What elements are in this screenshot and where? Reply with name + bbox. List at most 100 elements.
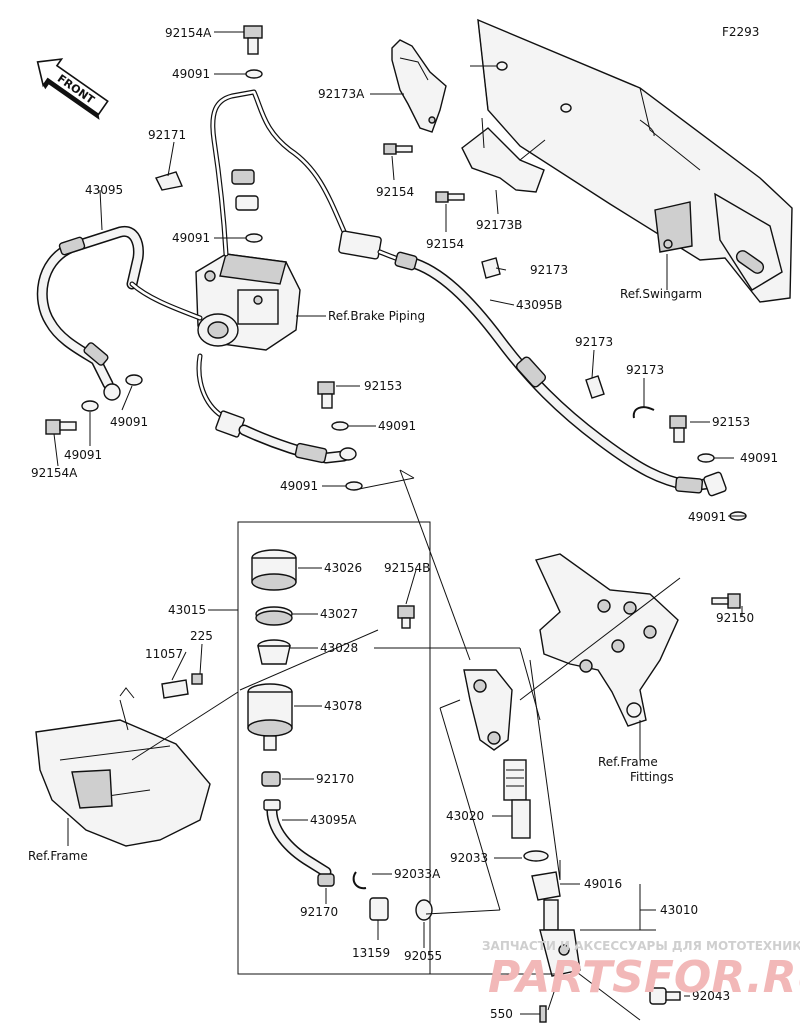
label-92170-b: 92170 (300, 905, 338, 919)
pipe-abs-lower (196, 353, 357, 464)
pushrod-43010 (539, 899, 581, 977)
label-92153-a: 92153 (364, 379, 402, 393)
washer-49091-a (245, 69, 263, 79)
watermark-brand: PARTSFOR.RU (488, 952, 800, 1003)
label-ref-frame: Ref.Frame (28, 849, 88, 863)
label-43015: 43015 (168, 603, 206, 617)
bolt-92154-b (435, 191, 465, 203)
part-labels: 92154A 49091 92171 43095 49091 92173A 92… (28, 26, 778, 1021)
label-43028: 43028 (320, 641, 358, 655)
reservoir-43078 (247, 683, 293, 751)
washer-49091-c (331, 421, 349, 431)
label-11057: 11057 (145, 647, 183, 661)
label-43095A: 43095A (310, 813, 357, 827)
bracket-92173B (461, 103, 572, 193)
bolt-92154A-top (243, 25, 263, 55)
pin-550 (539, 1005, 547, 1023)
label-92173B: 92173B (476, 218, 522, 232)
label-92171: 92171 (148, 128, 186, 142)
label-43095: 43095 (85, 183, 123, 197)
hose-43095A (263, 799, 332, 878)
label-ref-frame-fittings-2: Fittings (630, 770, 674, 784)
circlip-92033 (523, 850, 549, 862)
reservoir-group-box (237, 521, 431, 975)
plate-43027 (255, 606, 293, 626)
label-92043: 92043 (692, 989, 730, 1003)
bolt-92154B (397, 605, 415, 629)
ref-frame-drawing (35, 687, 211, 847)
label-550: 550 (490, 1007, 513, 1021)
clamp-92170-b (317, 873, 335, 887)
label-92154B: 92154B (384, 561, 430, 575)
fitting-13159 (369, 897, 389, 921)
label-49091-a: 49091 (172, 67, 210, 81)
swingarm-drawing (477, 18, 793, 303)
clip-92173-b (585, 375, 605, 399)
diaphragm-43028 (257, 639, 291, 665)
hose-43095 (36, 225, 144, 401)
watermark: ЗАПЧАСТИ И АКСЕССУАРЫ ДЛЯ МОТОТЕХНИКИ PA… (482, 939, 800, 1003)
clamp-92170-a (261, 771, 281, 787)
label-92154A-bottom: 92154A (31, 466, 78, 480)
label-43020: 43020 (446, 809, 484, 823)
label-43095B: 43095B (516, 298, 562, 312)
label-49091-b: 49091 (172, 231, 210, 245)
bracket-92173A (391, 39, 508, 133)
pipe-abs-rear (210, 89, 413, 265)
label-92154A-top: 92154A (165, 26, 212, 40)
washer-49091-e (697, 453, 715, 463)
label-225: 225 (190, 629, 213, 643)
label-13159: 13159 (352, 946, 390, 960)
hose-43095B (394, 251, 727, 497)
label-49091-h: 49091 (64, 448, 102, 462)
bolt-92153-a (317, 381, 335, 409)
bolt-92154-a (383, 143, 413, 155)
label-92154-a: 92154 (376, 185, 414, 199)
label-92154-b: 92154 (426, 237, 464, 251)
label-49091-g: 49091 (110, 415, 148, 429)
clip-92173-c (632, 406, 655, 419)
oring-92055 (415, 899, 433, 921)
bolt-92153-b (669, 415, 687, 443)
label-92055: 92055 (404, 949, 442, 963)
label-49091-d: 49091 (740, 451, 778, 465)
washer-49091-b (245, 233, 263, 243)
label-92173-b: 92173 (575, 335, 613, 349)
circlip-92033A (352, 871, 367, 890)
diagram-code: F2293 (722, 25, 759, 39)
clip-92171 (155, 171, 183, 191)
label-43078: 43078 (324, 699, 362, 713)
label-92033: 92033 (450, 851, 488, 865)
label-92173-c: 92173 (626, 363, 664, 377)
cap-43026 (251, 549, 297, 591)
pin-92043 (649, 987, 681, 1005)
label-43026: 43026 (324, 561, 362, 575)
bolt-92150 (711, 593, 741, 609)
label-49091-c: 49091 (378, 419, 416, 433)
frame-fittings-drawing (535, 553, 679, 727)
boot-49016 (531, 871, 561, 901)
label-ref-swingarm: Ref.Swingarm (620, 287, 702, 301)
watermark-tagline: ЗАПЧАСТИ И АКСЕССУАРЫ ДЛЯ МОТОТЕХНИКИ (482, 939, 800, 953)
abs-unit-drawing (195, 253, 301, 351)
label-92170-a: 92170 (316, 772, 354, 786)
label-43010: 43010 (660, 903, 698, 917)
label-92153-b: 92153 (712, 415, 750, 429)
leader-lines (53, 31, 746, 1021)
label-49091-e: 49091 (280, 479, 318, 493)
label-49016: 49016 (584, 877, 622, 891)
label-92033A: 92033A (394, 867, 441, 881)
bolt-92154A-bottom (45, 419, 77, 435)
label-92150: 92150 (716, 611, 754, 625)
label-92173A: 92173A (318, 87, 365, 101)
label-49091-f: 49091 (688, 510, 726, 524)
bracket-11057 (161, 679, 189, 699)
label-ref-brake-piping: Ref.Brake Piping (328, 309, 425, 323)
bolt-225 (191, 673, 203, 685)
front-arrow-icon: FRONT (36, 58, 109, 120)
washer-49091-h (81, 400, 99, 412)
label-ref-frame-fittings-1: Ref.Frame (598, 755, 658, 769)
master-cylinder-43020 (463, 669, 531, 839)
clip-92173-a (481, 257, 501, 279)
